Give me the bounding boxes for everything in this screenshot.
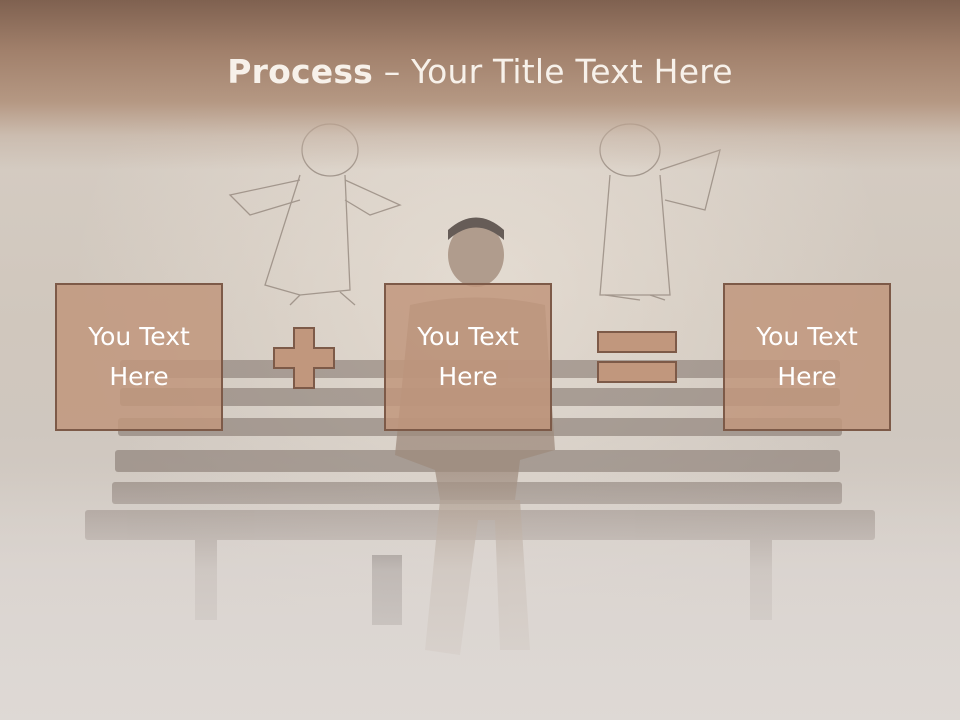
plus-icon: [273, 327, 335, 389]
process-box-1[interactable]: You Text Here: [55, 283, 223, 431]
title-bold: Process: [227, 52, 374, 91]
process-box-3[interactable]: You Text Here: [723, 283, 891, 431]
slide-title: Process – Your Title Text Here: [0, 52, 960, 91]
title-band: [0, 0, 960, 170]
fog-overlay: [0, 470, 960, 720]
process-box-3-label: You Text Here: [756, 322, 858, 391]
process-box-1-label: You Text Here: [88, 322, 190, 391]
title-rest: – Your Title Text Here: [373, 52, 733, 91]
process-box-2-label: You Text Here: [417, 322, 519, 391]
equals-icon: [597, 331, 677, 383]
process-box-2[interactable]: You Text Here: [384, 283, 552, 431]
